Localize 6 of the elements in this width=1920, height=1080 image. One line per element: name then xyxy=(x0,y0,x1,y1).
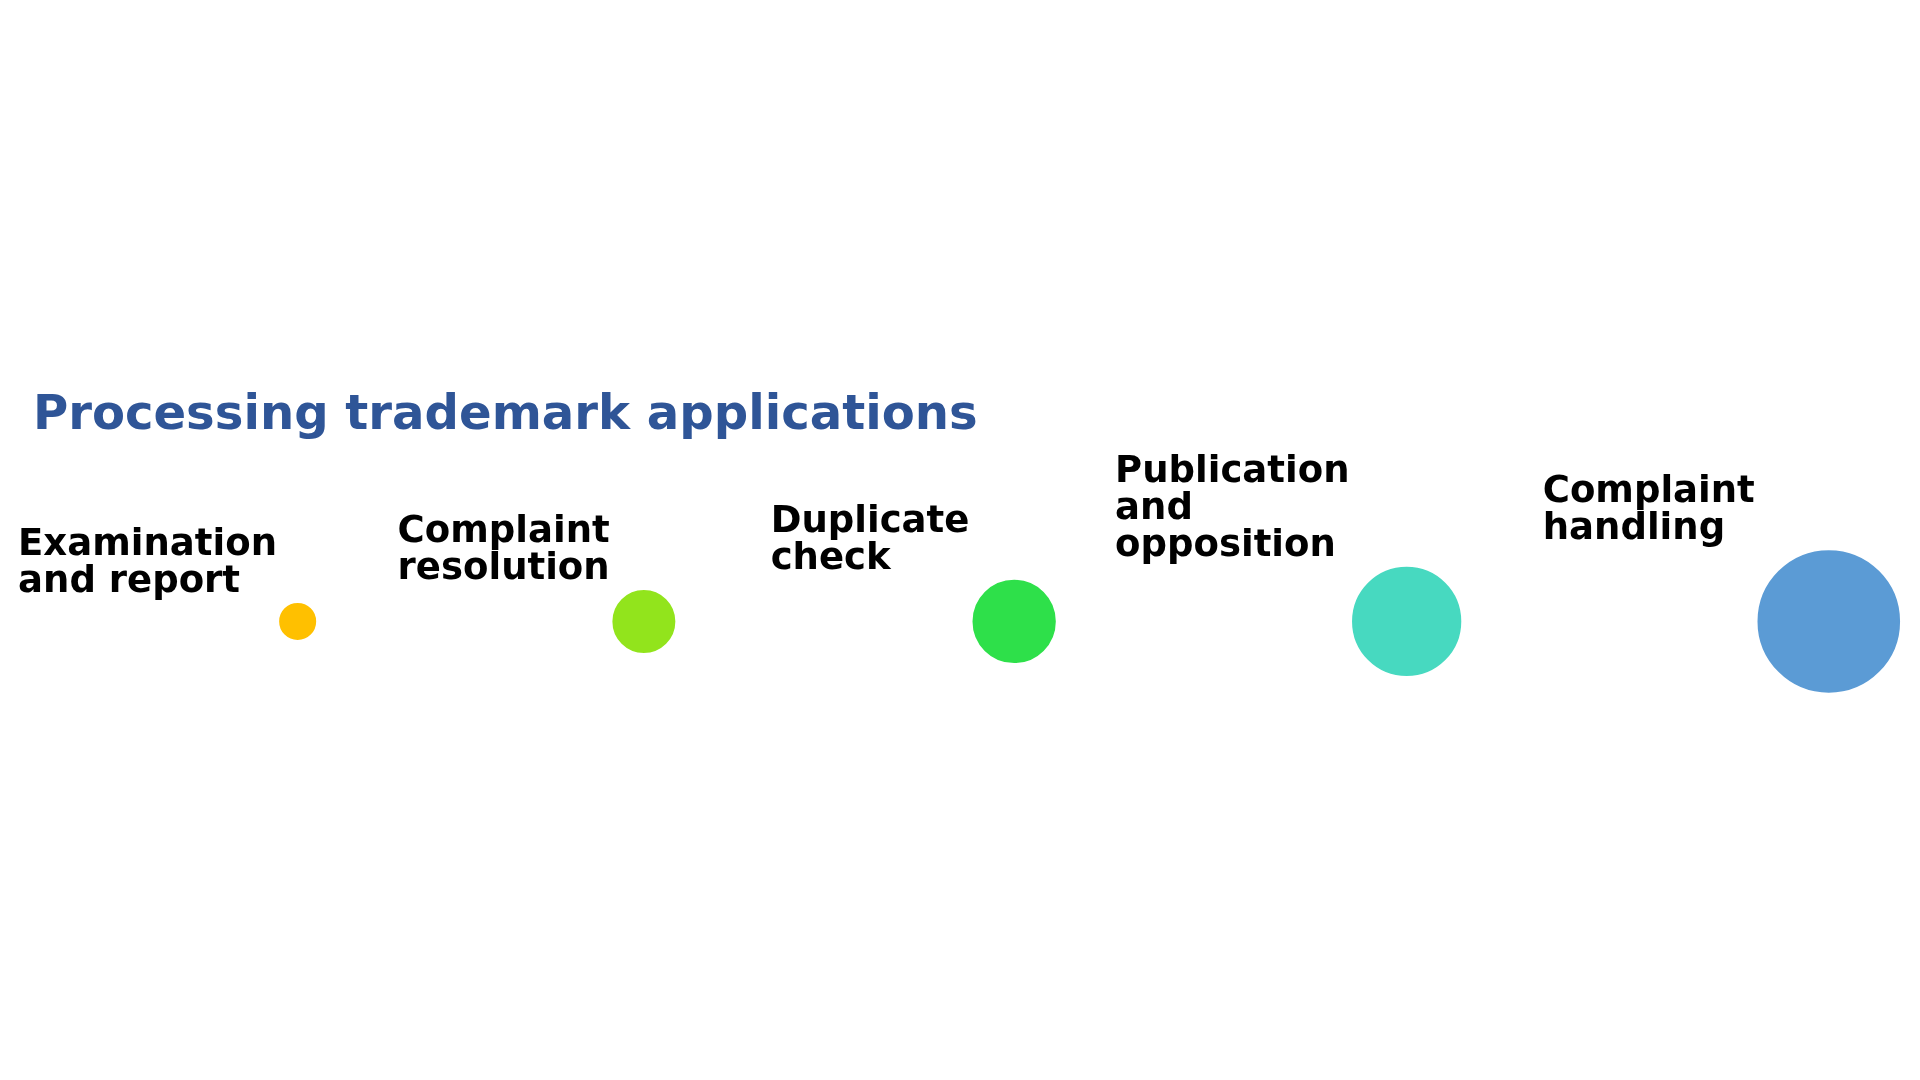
node-label: Publication and opposition xyxy=(1115,447,1350,565)
node-label: Complaint resolution xyxy=(397,507,610,588)
diagram-title: Processing trademark applications xyxy=(32,384,978,441)
node-label: Duplicate check xyxy=(770,497,970,578)
node-label: Examination and report xyxy=(18,520,277,601)
node-label: Complaint handling xyxy=(1542,468,1755,549)
